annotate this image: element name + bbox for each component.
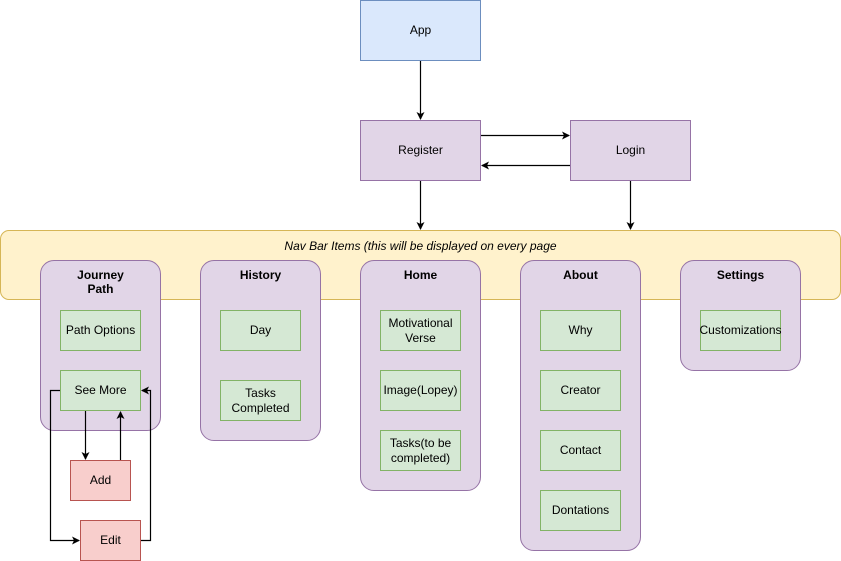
contact-node: Contact: [540, 430, 621, 471]
group-home-title: Home: [403, 268, 438, 282]
tasks-completed-node: Tasks Completed: [220, 380, 301, 421]
add-node: Add: [70, 460, 131, 501]
group-journey-path-title: Journey Path: [77, 268, 124, 296]
navbar-label: Nav Bar Items (this will be displayed on…: [284, 239, 557, 253]
login-node: Login: [570, 120, 691, 181]
group-history-title: History: [239, 268, 282, 282]
register-node: Register: [360, 120, 481, 181]
image-lopey-node: Image(Lopey): [380, 370, 461, 411]
edit-node: Edit: [80, 520, 141, 561]
group-settings-title: Settings: [716, 268, 765, 282]
donations-node: Dontations: [540, 490, 621, 531]
day-node: Day: [220, 310, 301, 351]
see-more-node: See More: [60, 370, 141, 411]
why-node: Why: [540, 310, 621, 351]
group-about-title: About: [563, 268, 598, 282]
customizations-node: Customizations: [699, 310, 782, 351]
app-node: App: [360, 0, 481, 61]
motivational-verse-node: Motivational Verse: [380, 310, 461, 351]
tasks-to-be-completed-node: Tasks(to be completed): [380, 430, 461, 471]
path-options-node: Path Options: [60, 310, 141, 351]
creator-node: Creator: [540, 370, 621, 411]
